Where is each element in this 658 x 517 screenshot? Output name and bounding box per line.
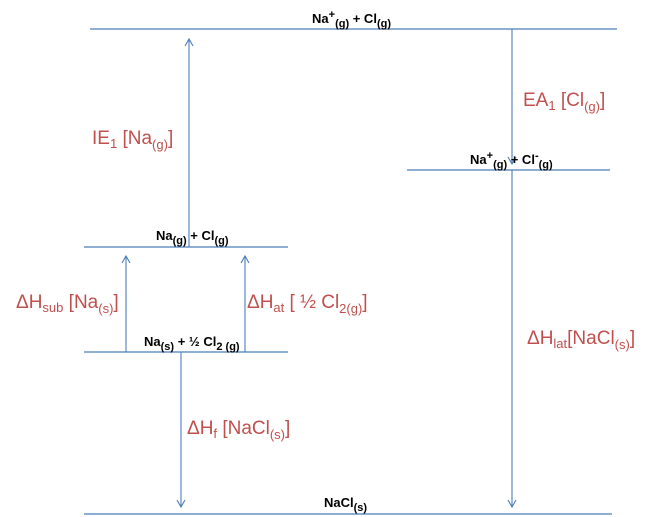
label-formation: ΔHf [NaCl(s)] [187, 418, 290, 442]
species-product: NaCl(s) [324, 495, 367, 514]
label-electron-affinity: EA1 [Cl(g)] [523, 90, 605, 114]
species-ions-after-ea: Na+(g) + Cl-(g) [470, 150, 553, 171]
label-lattice-enthalpy: ΔHlat[NaCl(s)] [527, 328, 635, 352]
species-ions-gas: Na+(g) + Cl(g) [312, 9, 391, 30]
label-sublimation: ΔHsub [Na(s)] [16, 292, 119, 316]
label-atomisation: ΔHat [ ½ Cl2(g)] [247, 292, 368, 316]
species-elements: Na(s) + ½ Cl2 (g) [144, 334, 240, 353]
label-ionisation-energy: IE1 [Na(g)] [92, 128, 173, 152]
species-atoms-gas: Na(g) + Cl(g) [156, 228, 229, 247]
